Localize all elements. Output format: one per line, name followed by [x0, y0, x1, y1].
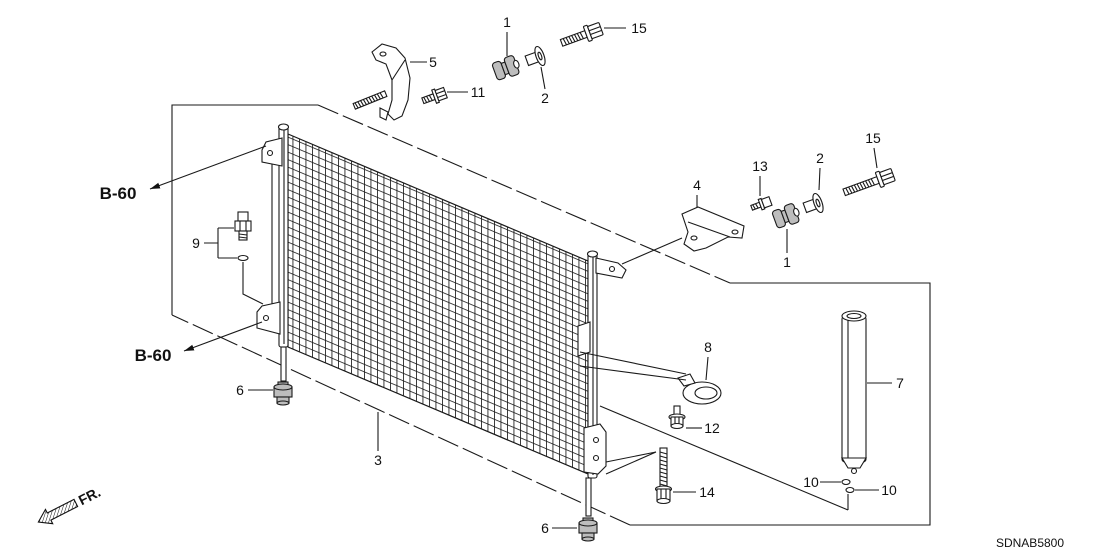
callout-part-10-right: 10: [881, 482, 897, 498]
part-8-receiver-clamp: [677, 373, 722, 405]
part-10-o-ring-left: [841, 478, 851, 486]
bracket-stud-bolt: [352, 90, 388, 110]
part-1-upper-grommet: [491, 55, 520, 81]
front-direction-indicator: FR.: [37, 484, 103, 525]
boundary-upper-diagonal: [317, 104, 731, 284]
boundary-left: [171, 104, 318, 315]
left-tank-cap: [277, 123, 290, 131]
callout-part-2-upper: 2: [541, 90, 549, 106]
callout-part-8: 8: [704, 339, 712, 355]
callout-part-12: 12: [704, 420, 720, 436]
right-mount-pin: [585, 477, 592, 517]
part-15-right-bolt: [842, 168, 896, 197]
callout-part-2-right: 2: [816, 150, 824, 166]
callout-part-3: 3: [374, 452, 382, 468]
part-15-upper-bolt: [559, 22, 604, 47]
callout-part-11: 11: [471, 84, 486, 100]
left-upper-bracket-hole: [266, 149, 274, 157]
assembly-boundary: [171, 104, 931, 526]
part-2-right-collar: [802, 192, 824, 214]
reference-label-upper: B-60: [100, 184, 137, 203]
right-middle-fitting: [577, 321, 591, 357]
part-8-to-condenser-lines: [579, 351, 687, 381]
callout-part-4: 4: [693, 177, 701, 193]
callout-part-7: 7: [896, 375, 904, 391]
leader-part-9-bracket: [204, 227, 237, 259]
front-label: FR.: [76, 484, 103, 508]
callout-part-9: 9: [192, 235, 200, 251]
callout-part-6-bottom: 6: [541, 520, 549, 536]
part-13-bolt: [750, 195, 773, 211]
part-6-left-mount-cushion: [273, 381, 293, 406]
part-7-receiver-dryer: [841, 310, 867, 475]
leader-part-15-right: [873, 147, 878, 169]
callout-part-15-upper: 15: [631, 20, 647, 36]
boundary-lower-diagonal: [171, 314, 631, 526]
part-3-condenser: [256, 123, 627, 517]
leader-part-8: [705, 356, 709, 381]
part-10-o-ring-right: [845, 486, 855, 494]
part-12-clamp-bolt: [668, 405, 686, 430]
front-arrow-icon: [37, 498, 79, 525]
condenser-core: [287, 133, 589, 475]
part-11-bolt: [421, 86, 448, 105]
part-5-bracket: [371, 43, 411, 121]
reference-arrow-lower: [183, 321, 263, 352]
part-14-to-condenser-lines: [605, 451, 657, 475]
part-4-to-condenser-line: [621, 237, 683, 265]
right-upper-bracket: [595, 257, 627, 279]
boundary-right: [630, 282, 931, 526]
reference-label-lower: B-60: [135, 346, 172, 365]
diagram-code: SDNAB5800: [996, 536, 1064, 550]
left-lower-bracket-hole: [262, 314, 270, 322]
reference-arrow-upper: [149, 145, 267, 190]
part-1-right-grommet: [771, 203, 800, 229]
callout-part-15-right: 15: [865, 130, 881, 146]
right-lower-bracket-hole-b: [592, 454, 600, 462]
part-2-upper-collar: [524, 45, 546, 67]
part-14-bolt: [654, 447, 673, 505]
callout-part-14: 14: [699, 484, 715, 500]
callout-part-10-left: 10: [803, 474, 819, 490]
callout-part-1-upper: 1: [503, 14, 511, 30]
part-9-to-condenser-line: [242, 262, 264, 305]
right-tank-cap: [586, 250, 599, 258]
callout-part-6-left: 6: [236, 382, 244, 398]
callout-part-13: 13: [752, 158, 768, 174]
part-9-pressure-switch: [234, 211, 252, 262]
right-upper-bracket-hole: [608, 265, 616, 273]
right-lower-bracket-hole-a: [592, 436, 600, 444]
leader-part-2-right: [818, 167, 821, 191]
callout-part-5: 5: [429, 54, 437, 70]
part-9-o-ring: [237, 254, 249, 262]
part-4-bracket: [681, 206, 745, 252]
right-lower-bracket: [583, 423, 607, 475]
callout-part-1-right: 1: [783, 254, 791, 270]
part-6-bottom-mount-cushion: [578, 517, 598, 542]
leader-part-2-upper: [540, 66, 546, 90]
left-mount-pin: [280, 346, 287, 382]
receiver-to-condenser-line: [599, 405, 849, 511]
